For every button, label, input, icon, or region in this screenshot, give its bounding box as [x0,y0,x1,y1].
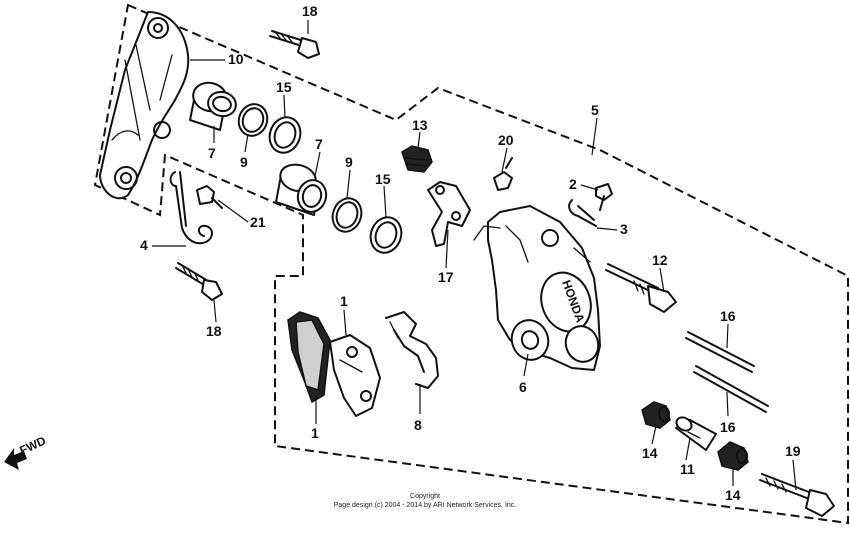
part-11-sleeve[interactable] [674,415,717,451]
callout-6: 6 [519,379,527,395]
callout-16-lower: 16 [720,419,736,435]
part-14-boot-upper[interactable] [641,401,671,429]
part-9-seal-upper[interactable] [234,100,271,140]
callout-13: 13 [412,117,428,133]
callout-15-lower: 15 [375,171,391,187]
part-7-piston-lower[interactable] [275,161,330,216]
part-15-seal-lower[interactable] [366,213,407,257]
part-9-seal-lower[interactable] [328,194,366,236]
part-8-pad-retainer[interactable] [385,311,439,389]
part-16-pin-lower[interactable] [693,365,769,413]
callout-9-upper: 9 [240,154,248,170]
part-2-bleeder-screw[interactable] [595,183,613,211]
callout-4: 4 [140,237,148,253]
callout-17: 17 [438,269,454,285]
callout-10: 10 [228,51,244,67]
part-16-pin-upper[interactable] [685,331,755,373]
part-21-bolt[interactable] [196,185,223,209]
callout-15-upper: 15 [276,79,292,95]
part-10-caliper-bracket[interactable] [99,11,190,200]
part-1-pad-outer[interactable] [287,311,331,404]
assembly-boundary [93,3,849,525]
callout-3: 3 [620,221,628,237]
callout-1-lower: 1 [311,425,319,441]
copyright-notice: Page design (c) 2004 - 2014 by ARI Netwo… [334,502,517,509]
part-13-bleeder-cap[interactable] [401,145,433,173]
part-18-bolt-upper[interactable] [269,30,320,59]
callout-9-lower: 9 [345,154,353,170]
callout-18-top: 18 [302,3,318,19]
callout-8: 8 [414,417,422,433]
callout-14-right: 14 [725,487,741,503]
part-6-caliper-body[interactable]: HONDA [473,205,603,371]
part-14-boot-lower[interactable] [717,441,749,471]
callout-2: 2 [569,176,577,192]
part-12-pin-bolt[interactable] [605,263,677,313]
forward-label: FWD [17,433,48,457]
part-18-bolt-lower[interactable] [175,262,223,301]
callout-11: 11 [680,461,695,477]
callout-12: 12 [652,252,668,268]
callout-19: 19 [785,443,801,459]
callout-21: 21 [250,214,266,230]
part-4-pad-spring[interactable] [169,171,213,245]
callout-7-upper: 7 [208,145,216,161]
callout-18-bottom: 18 [206,323,222,339]
part-7-piston-upper[interactable] [189,79,239,131]
callout-14-left: 14 [642,445,658,461]
callout-5: 5 [591,102,599,118]
part-3-clip[interactable] [568,199,597,227]
forward-arrow-icon [4,448,27,470]
callout-20: 20 [498,132,514,148]
leader-lines [152,20,797,491]
part-1-pad-inner[interactable] [329,334,381,417]
callout-7-lower: 7 [315,136,323,152]
forward-direction-indicator: FWD [4,433,48,470]
copyright-heading: Copyright [410,493,440,500]
callout-16-upper: 16 [720,308,736,324]
part-20-bolt[interactable] [493,157,513,191]
part-17-bracket-plate[interactable] [427,181,471,247]
callout-labels: 18 10 7 9 15 7 9 15 13 20 5 2 3 12 16 16… [140,3,801,503]
part-15-seal-upper[interactable] [265,113,306,157]
callout-1-upper: 1 [340,293,348,309]
part-19-bolt[interactable] [759,473,835,517]
